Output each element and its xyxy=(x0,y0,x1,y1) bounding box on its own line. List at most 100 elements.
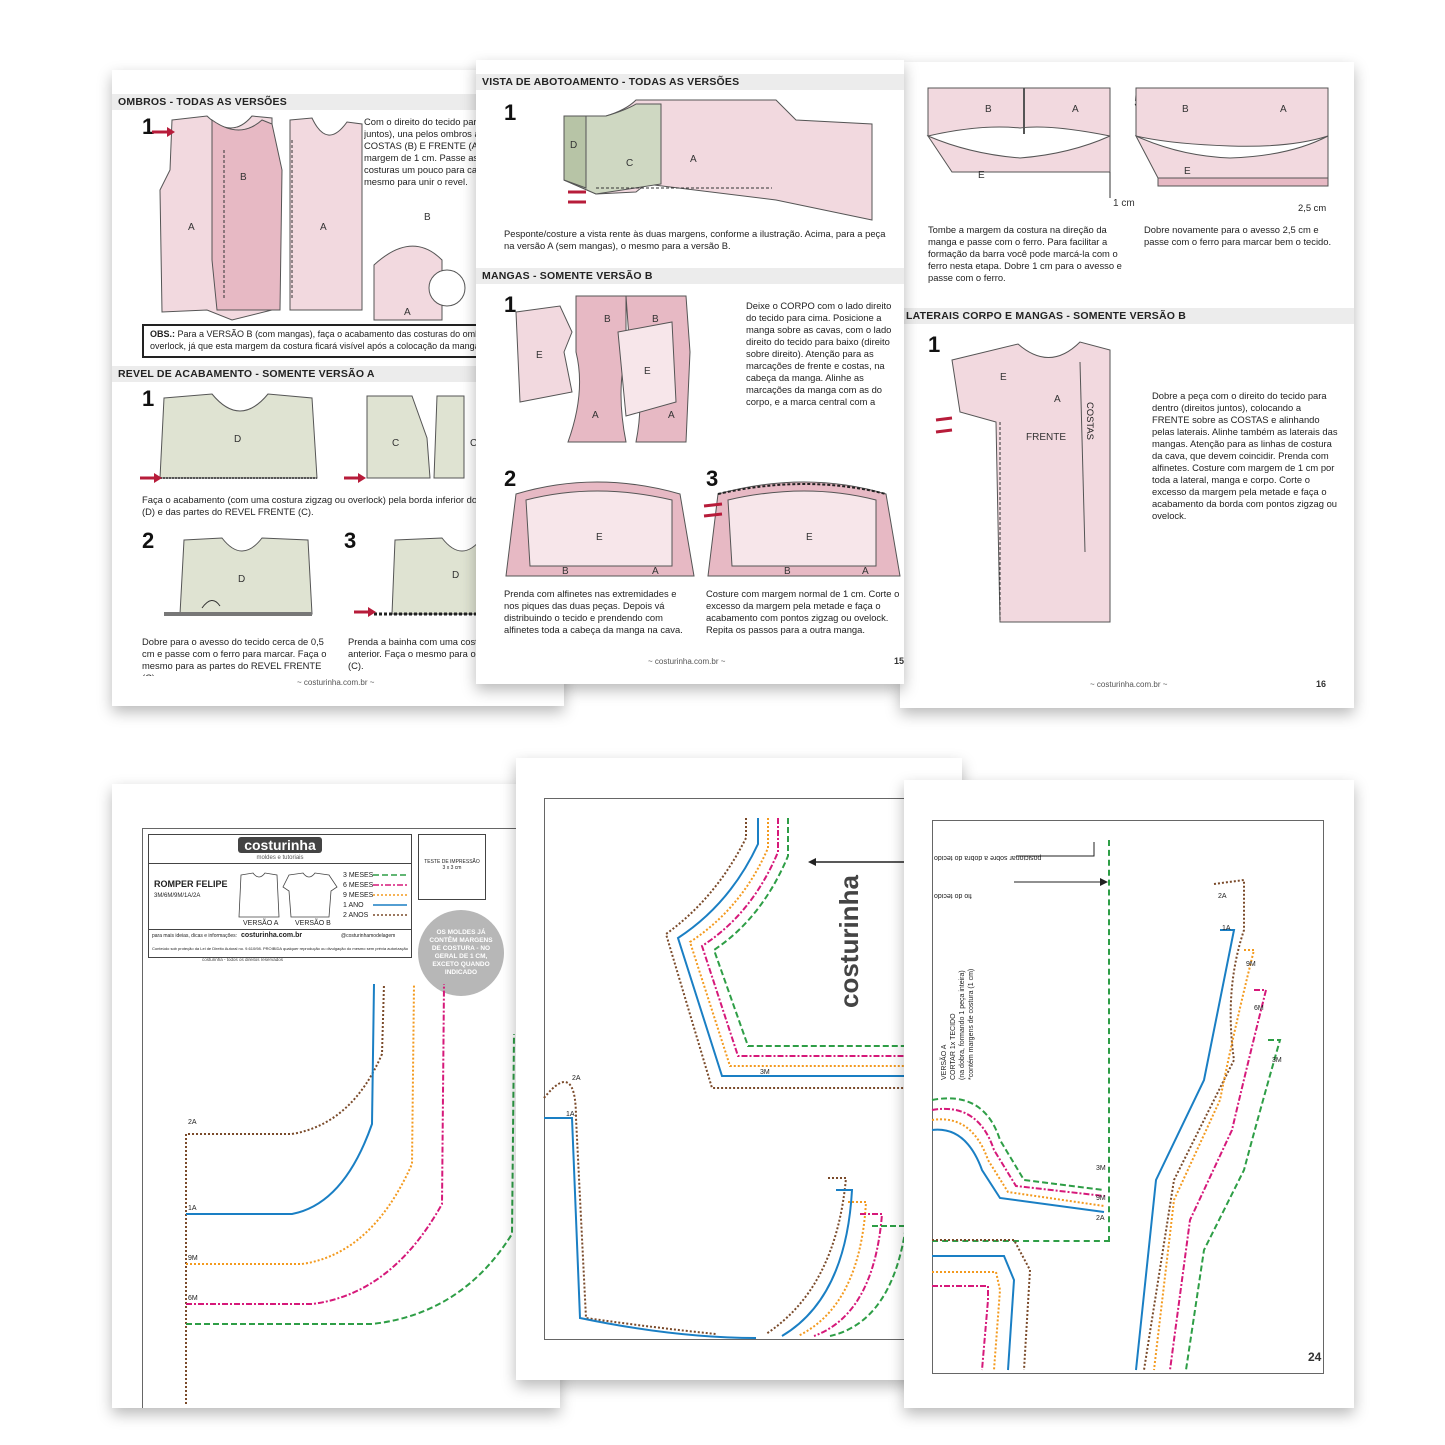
seam-note-badge: OS MOLDES JÁ CONTÊM MARGENS DE COSTURA -… xyxy=(418,910,504,996)
product-sizes: 3M/6M/9M/1A/2A xyxy=(154,893,201,899)
ombros-text: Com o direito do tecido para dentro (dir… xyxy=(364,116,547,187)
garment-sketches: VERSÃO A VERSÃO B xyxy=(238,872,338,927)
fold-piece xyxy=(932,840,1110,1242)
site-text: costurinha.com.br xyxy=(241,932,303,939)
laterais-text: Dobre a peça com o direito do tecido par… xyxy=(1152,390,1338,520)
step-number: 2 xyxy=(504,466,517,491)
instruction-page-15: VISTA DE ABOTOAMENTO - TODAS AS VERSÕES … xyxy=(476,60,904,684)
copyright-text: Conteúdo sob proteção da Lei de Direito … xyxy=(152,946,408,951)
page-number: 16 xyxy=(1316,679,1327,689)
footer: ~ costurinha.com.br ~ xyxy=(1090,680,1168,689)
vista-text: Pesponte/costure a vista rente às duas m… xyxy=(504,228,886,251)
versao-a-label: VERSÃO A xyxy=(243,918,279,927)
step3-text: Prenda a bainha com uma costura rente à … xyxy=(348,636,557,671)
info-text: para mais ideias, dicas e informações: xyxy=(152,933,238,939)
pattern-lines: 2A 1A 9M 6M xyxy=(185,983,515,1404)
watermark-logo: costurinha xyxy=(834,875,864,1008)
svg-text:B: B xyxy=(424,212,431,223)
frente-label: FRENTE xyxy=(1026,432,1066,443)
size-label-9m: 9M xyxy=(188,1255,198,1262)
svg-text:D: D xyxy=(238,574,245,585)
logo: costurinha xyxy=(238,837,322,853)
svg-text:D: D xyxy=(452,570,459,581)
obs-label: OBS.: xyxy=(150,329,176,339)
size-label-2a: 2A xyxy=(188,1119,197,1126)
svg-text:E: E xyxy=(644,366,651,377)
rights-text: costurinha - todos os direitos reservado… xyxy=(202,957,284,962)
pattern-page-cover: costurinha moldes e tutoriais ROMPER FEL… xyxy=(112,784,560,1408)
size-label-6m: 6M xyxy=(188,1295,198,1302)
footer: ~ costurinha.com.br ~ xyxy=(648,657,726,666)
mangas-text: Deixe o CORPO com o lado direito do teci… xyxy=(746,300,892,410)
svg-text:C: C xyxy=(392,438,399,449)
svg-text:A: A xyxy=(1280,104,1287,115)
section-title-laterais: LATERAIS CORPO E MANGAS - SOMENTE VERSÃO… xyxy=(900,308,1354,324)
size-label-3m: 3M xyxy=(1272,1057,1282,1064)
social-text: @costurinhamodelagem xyxy=(341,933,396,939)
svg-text:B: B xyxy=(1182,104,1189,115)
svg-text:B: B xyxy=(784,566,791,577)
size-label-3m: 3M xyxy=(760,1069,770,1076)
section-title-revel: REVEL DE ACABAMENTO - SOMENTE VERSÃO A xyxy=(112,366,564,382)
pattern-frame xyxy=(932,820,1324,1374)
svg-text:A: A xyxy=(404,307,411,318)
svg-text:E: E xyxy=(1184,166,1191,177)
step-number: 3 xyxy=(706,466,719,491)
svg-text:A: A xyxy=(1072,104,1079,115)
svg-text:A: A xyxy=(862,566,869,577)
page-number: 24 xyxy=(1308,1350,1322,1364)
svg-text:B: B xyxy=(240,172,247,183)
section-title-ombros: OMBROS - TODAS AS VERSÕES xyxy=(112,94,564,110)
costas-label: COSTAS xyxy=(1085,402,1096,440)
ombros-illustration: ABA BA xyxy=(152,115,466,321)
svg-text:C: C xyxy=(626,158,633,169)
size-label-9m: 9M xyxy=(1096,1195,1106,1202)
step3-text: Costure com margem normal de 1 cm. Corte… xyxy=(706,588,900,635)
step-number: 1 xyxy=(504,100,517,125)
svg-text:A: A xyxy=(1054,394,1061,405)
pattern-lines: 3M 9M 2A 2A 1A 9M 6M 3M xyxy=(931,842,1282,1371)
test-print-box: TESTE DE IMPRESSÃO 3 x 3 cm xyxy=(418,834,486,900)
step-number: 1 xyxy=(142,386,155,411)
seam-note-text: OS MOLDES JÁ CONTÊM MARGENS DE COSTURA -… xyxy=(429,929,493,976)
pattern-page-middle: 3M 2A 1A costurinha xyxy=(516,758,962,1380)
pattern-lines: 3M 2A 1A xyxy=(543,818,936,1339)
svg-text:A: A xyxy=(652,566,659,577)
svg-text:E: E xyxy=(596,532,603,543)
product-name: ROMPER FELIPE xyxy=(154,879,228,889)
svg-text:B: B xyxy=(604,314,611,325)
size-legend-label: 3 MESES xyxy=(343,872,374,879)
svg-text:E: E xyxy=(1000,372,1007,383)
logo-subtitle: moldes e tutoriais xyxy=(256,855,304,861)
test-print-size: 3 x 3 cm xyxy=(442,865,462,871)
revel-text: Faça o acabamento (com uma costura zigza… xyxy=(142,494,551,517)
obs-text: Para a VERSÃO B (com mangas), faça o aca… xyxy=(150,329,538,351)
step2-text: Dobre para o avesso do tecido cerca de 0… xyxy=(142,636,327,676)
margin-1cm: 1 cm xyxy=(1113,198,1135,209)
size-label-1a: 1A xyxy=(188,1205,197,1212)
step-number: 2 xyxy=(142,528,155,553)
section-title-mangas: MANGAS - SOMENTE VERSÃO B xyxy=(476,268,904,284)
step-number: 1 xyxy=(142,114,155,139)
size-label-2a: 2A xyxy=(1218,893,1227,900)
step5-text: Dobre novamente para o avesso 2,5 cm e p… xyxy=(1144,224,1332,247)
margin-25: 2,5 cm xyxy=(1298,202,1327,213)
logo-box: costurinha moldes e tutoriais xyxy=(149,835,411,864)
step-number: 1 xyxy=(504,292,517,317)
size-legend-label: 2 ANOS xyxy=(343,912,369,919)
svg-text:A: A xyxy=(690,154,697,165)
step-number: 1 xyxy=(928,332,941,357)
pattern-frame xyxy=(142,828,560,1408)
section-title-vista: VISTA DE ABOTOAMENTO - TODAS AS VERSÕES xyxy=(476,74,904,90)
size-legend-label: 1 ANO xyxy=(343,902,364,909)
svg-text:E: E xyxy=(536,350,543,361)
footer: ~ costurinha.com.br ~ xyxy=(297,678,375,687)
size-label-2a: 2A xyxy=(1096,1215,1105,1222)
instruction-page-16: 4 5 BAE 1 cm BAE 2,5 cm Tombe a margem d… xyxy=(900,62,1354,708)
page-number: 15 xyxy=(894,656,904,666)
step-number: 3 xyxy=(344,528,357,553)
laterais-illustration: E A FRENTE xyxy=(935,341,1111,623)
